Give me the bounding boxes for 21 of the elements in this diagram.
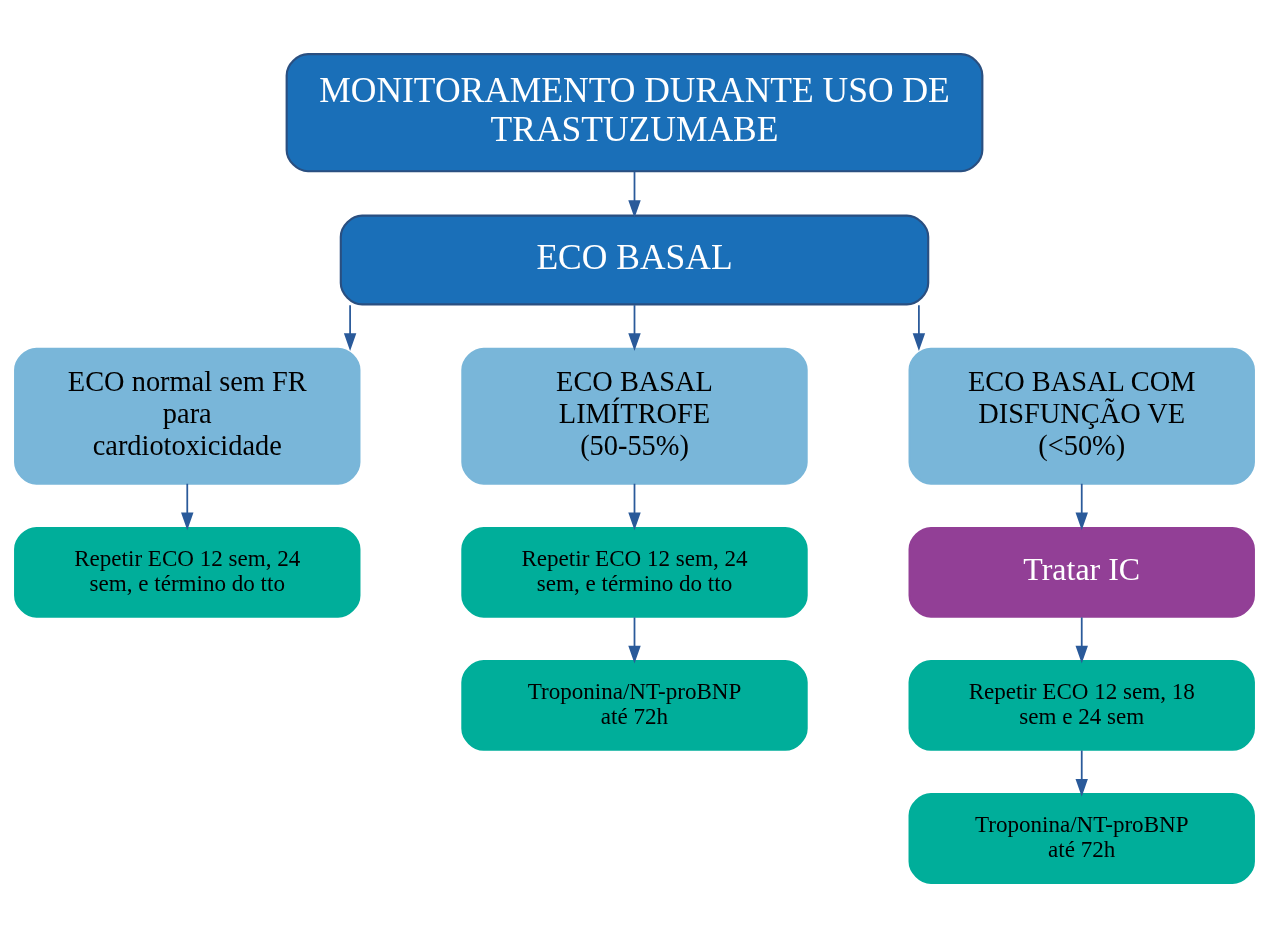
arrow [343,303,357,351]
arrow [628,482,641,530]
node-box: Troponina/NT-proBNP até 72h [908,792,1255,884]
node-box: Repetir ECO 12 sem, 18 sem e 24 sem [908,659,1255,751]
arrow [1075,482,1088,530]
arrow [628,616,641,664]
arrow [1075,749,1088,797]
node-box: Troponina/NT-proBNP até 72h [461,659,808,751]
arrow [1075,616,1088,664]
node-box: ECO BASAL [339,214,930,305]
arrow [181,482,194,530]
arrow [912,303,926,351]
node-box: ECO BASAL LIMÍTROFE (50-55%) [461,347,808,485]
arrow [628,170,641,218]
node-box: Repetir ECO 12 sem, 24 sem, e término do tto [461,526,808,618]
node-box: Repetir ECO 12 sem, 24 sem, e término do tto [14,526,361,618]
node-box: ECO BASAL COM DISFUNÇÃO VE (<50%) [908,347,1255,485]
node-box: MONITORAMENTO DURANTE USO DE TRASTUZUMABE [285,52,984,172]
node-box: ECO normal sem FR para cardiotoxicidade [14,347,361,485]
arrow [628,303,641,351]
node-box: Tratar IC [908,526,1255,618]
